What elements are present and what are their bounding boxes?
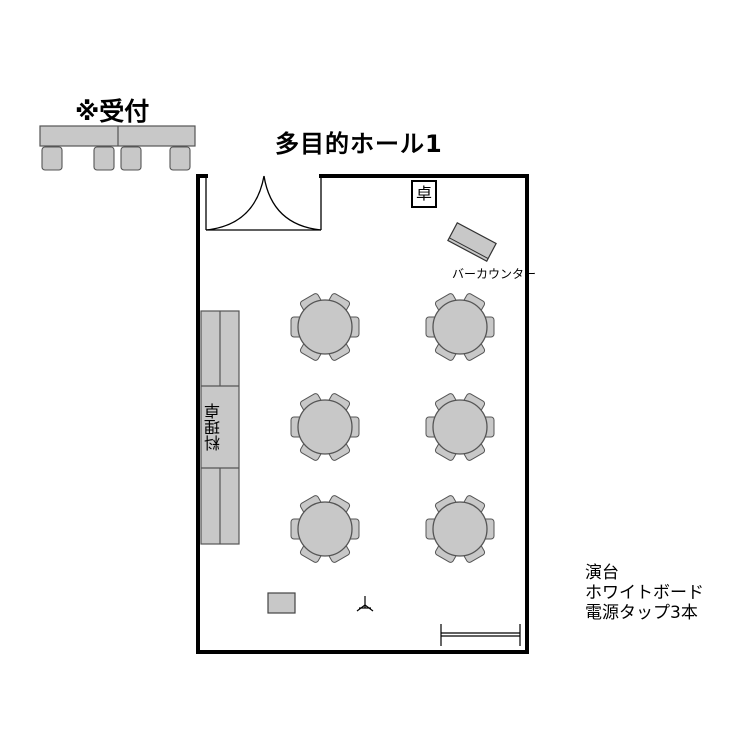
round-table: [290, 293, 360, 361]
hall-title: 多目的ホール1: [275, 130, 443, 158]
round-table-top: [297, 501, 353, 557]
round-table-top: [432, 299, 488, 355]
hall-walls: [196, 174, 529, 654]
whiteboard: [440, 624, 521, 646]
reception-label: ※受付: [75, 97, 150, 126]
bar-counter: [447, 222, 497, 262]
round-table: [425, 293, 495, 361]
reception-chair: [169, 146, 191, 171]
bar-counter-label: バーカウンター: [452, 267, 537, 281]
catering-label-bg: [202, 387, 238, 467]
catering-table-label: 料理卓: [204, 403, 223, 451]
round-table-top: [297, 399, 353, 455]
round-table: [290, 495, 360, 563]
round-table-top: [297, 299, 353, 355]
round-table-top: [432, 399, 488, 455]
round-tables: [290, 293, 495, 563]
reception-chair: [120, 146, 142, 171]
bar-counter-top: [447, 222, 497, 262]
reception-chair: [41, 146, 63, 171]
entrance-door[interactable]: [205, 175, 322, 231]
door-swing-right: [263, 175, 322, 231]
round-table-top: [432, 501, 488, 557]
catering-table: [200, 310, 240, 545]
door-swing-left: [205, 175, 265, 231]
round-table: [425, 495, 495, 563]
podium-marker: 卓: [411, 180, 437, 208]
equipment-list: 演台 ホワイトボード 電源タップ3本: [585, 563, 704, 623]
round-table: [290, 393, 360, 461]
equipment-item-power-strip: 電源タップ3本: [585, 603, 698, 623]
reception-chair: [93, 146, 115, 171]
equipment-item-podium: 演台: [585, 563, 619, 583]
reception-area: [39, 125, 196, 171]
equipment-item-whiteboard: ホワイトボード: [585, 583, 704, 603]
round-table: [425, 393, 495, 461]
mic-stand: [356, 596, 374, 612]
reception-chairs: [41, 146, 191, 171]
lectern: [267, 592, 296, 614]
bar-counter-edge: [449, 237, 489, 259]
